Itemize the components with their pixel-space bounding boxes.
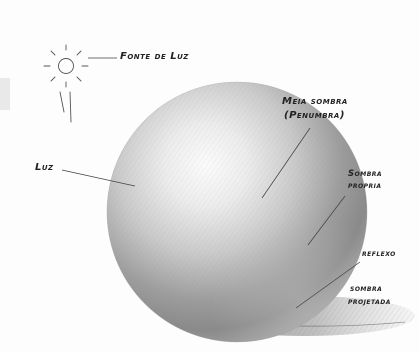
cast-shadow-label-line2: projetada bbox=[348, 298, 391, 308]
light-label: Luz bbox=[35, 162, 54, 174]
own-shadow-label-line2: propria bbox=[348, 182, 382, 192]
light-source-label: Fonte de Luz bbox=[120, 51, 189, 63]
half-shadow-label-line1: Meia sombra bbox=[282, 96, 348, 108]
reflection-label: reflexo bbox=[362, 250, 396, 260]
sun-icon bbox=[44, 45, 88, 122]
cast-shadow-label-line1: sombra bbox=[350, 285, 382, 295]
own-shadow-label-line1: Sombra bbox=[348, 170, 382, 180]
half-shadow-label-line2: (Penumbra) bbox=[284, 110, 345, 122]
paper-smudge bbox=[0, 78, 10, 110]
